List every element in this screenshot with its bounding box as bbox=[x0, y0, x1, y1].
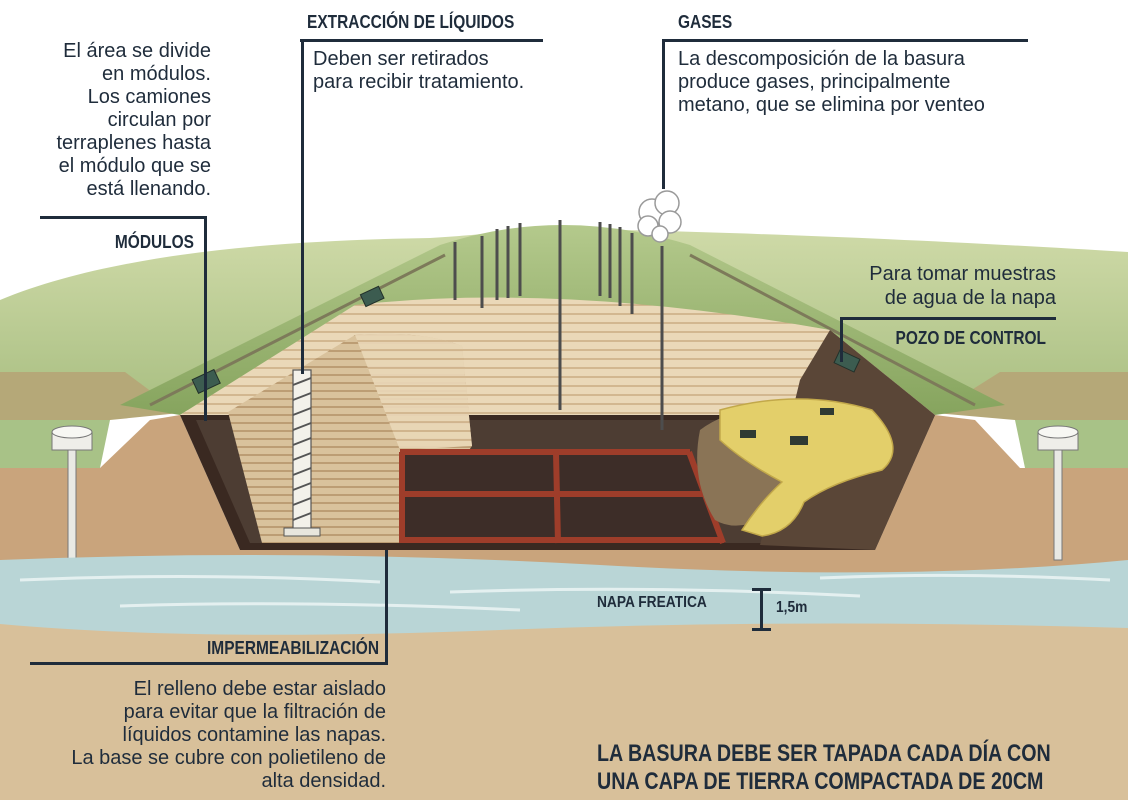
depth-label: 1,5m bbox=[776, 599, 808, 616]
water-streaks bbox=[19, 573, 1111, 612]
waterproofing-line: líquidos contamine las napas. bbox=[122, 724, 387, 746]
modules-rule bbox=[40, 216, 207, 219]
gas-cloud-icon bbox=[637, 190, 682, 243]
control-well-right bbox=[1037, 425, 1079, 561]
footer-line: UNA CAPA DE TIERRA COMPACTADA DE 20CM bbox=[597, 768, 1044, 795]
modules-line: El área se divide bbox=[63, 40, 211, 62]
left-outer-slope bbox=[0, 372, 180, 420]
daily-waste-pile bbox=[719, 398, 894, 537]
gases-line: produce gases, principalmente bbox=[678, 71, 951, 93]
waterproofing-leader bbox=[385, 550, 388, 665]
control-well-rule bbox=[840, 317, 1056, 320]
extraction-title: EXTRACCIÓN DE LÍQUIDOS bbox=[307, 12, 515, 32]
control-well-line: de agua de la napa bbox=[884, 287, 1056, 309]
gases-leader bbox=[662, 39, 665, 189]
footer-line: LA BASURA DEBE SER TAPADA CADA DÍA CON bbox=[597, 740, 1051, 767]
water-table-title: NAPA FREATICA bbox=[597, 594, 707, 611]
control-well-title: POZO DE CONTROL bbox=[895, 328, 1047, 348]
modules-line: Los camiones bbox=[87, 86, 211, 108]
drainage-grid bbox=[399, 449, 726, 545]
extraction-line: para recibir tratamiento. bbox=[313, 71, 525, 93]
waterproofing-line: La base se cubre con polietileno de bbox=[71, 747, 386, 769]
gases-text: La descomposición de la basura produce g… bbox=[678, 48, 985, 117]
modules-text: El área se divide en módulos. Los camion… bbox=[56, 40, 211, 201]
modules-title: MÓDULOS bbox=[114, 232, 194, 252]
depth-bracket-top bbox=[752, 588, 771, 591]
gases-title: GASES bbox=[678, 12, 733, 32]
control-well-text: Para tomar muestras de agua de la napa bbox=[869, 262, 1056, 310]
modules-line: terraplenes hasta bbox=[56, 132, 211, 154]
leachate-extraction-pipe bbox=[283, 369, 321, 537]
capped-mound bbox=[120, 225, 1005, 415]
gas-vent-pipes bbox=[453, 220, 664, 430]
water-table bbox=[0, 555, 1128, 635]
compactor-machines bbox=[740, 408, 834, 445]
waterproofing-title: IMPERMEABILIZACIÓN bbox=[207, 638, 379, 658]
waterproofing-text: El relleno debe estar aislado para evita… bbox=[71, 678, 386, 793]
modules-line: en módulos. bbox=[102, 63, 211, 85]
extraction-text: Deben ser retirados para recibir tratami… bbox=[313, 48, 524, 94]
deep-soil bbox=[0, 620, 1128, 800]
modules-leader bbox=[204, 216, 207, 421]
waterproofing-line: para evitar que la filtración de bbox=[123, 701, 386, 723]
modules-line: circulan por bbox=[107, 109, 211, 131]
filled-module-front bbox=[355, 333, 472, 450]
footer-note: LA BASURA DEBE SER TAPADA CADA DÍA CON U… bbox=[597, 740, 1128, 796]
extraction-leader bbox=[301, 39, 304, 374]
gases-line: metano, que se elimina por venteo bbox=[678, 94, 985, 116]
control-well-line: Para tomar muestras bbox=[869, 263, 1056, 285]
waterproofing-line: alta densidad. bbox=[261, 770, 386, 792]
waterproofing-line: El relleno debe estar aislado bbox=[133, 678, 386, 700]
extraction-rule bbox=[300, 39, 543, 42]
waterproofing-rule bbox=[30, 662, 388, 665]
depth-bracket-stem bbox=[760, 588, 763, 631]
gases-line: La descomposición de la basura bbox=[678, 48, 965, 70]
modules-line: está llenando. bbox=[86, 178, 211, 200]
depth-bracket-bottom bbox=[752, 628, 771, 631]
access-road-right bbox=[689, 253, 976, 407]
gases-rule bbox=[662, 39, 1028, 42]
extraction-line: Deben ser retirados bbox=[313, 48, 489, 70]
modules-line: el módulo que se bbox=[58, 155, 211, 177]
control-well-leader bbox=[840, 317, 843, 362]
